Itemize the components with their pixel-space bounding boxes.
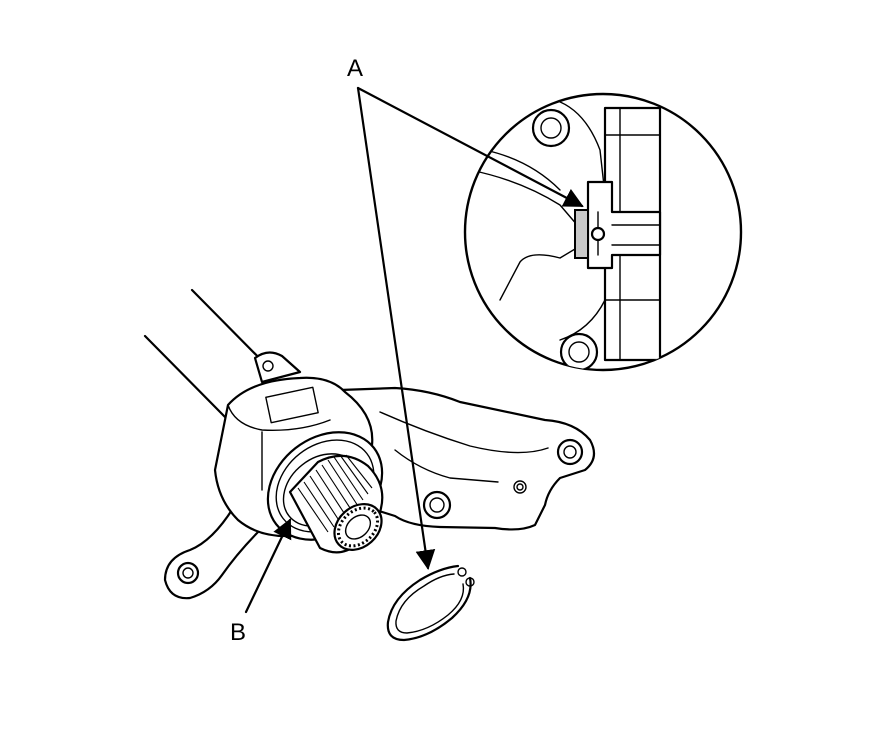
leader-a-detail	[356, 86, 584, 208]
leader-lines	[244, 86, 584, 614]
splined-stub-shaft	[288, 454, 384, 554]
callout-a: A	[347, 55, 363, 82]
leader-a-circlip	[356, 86, 436, 570]
leader-b	[244, 518, 292, 614]
mounting-bracket	[163, 351, 596, 600]
circlip	[386, 564, 475, 642]
callout-b: B	[230, 619, 246, 646]
detail-magnified-view	[463, 92, 743, 372]
